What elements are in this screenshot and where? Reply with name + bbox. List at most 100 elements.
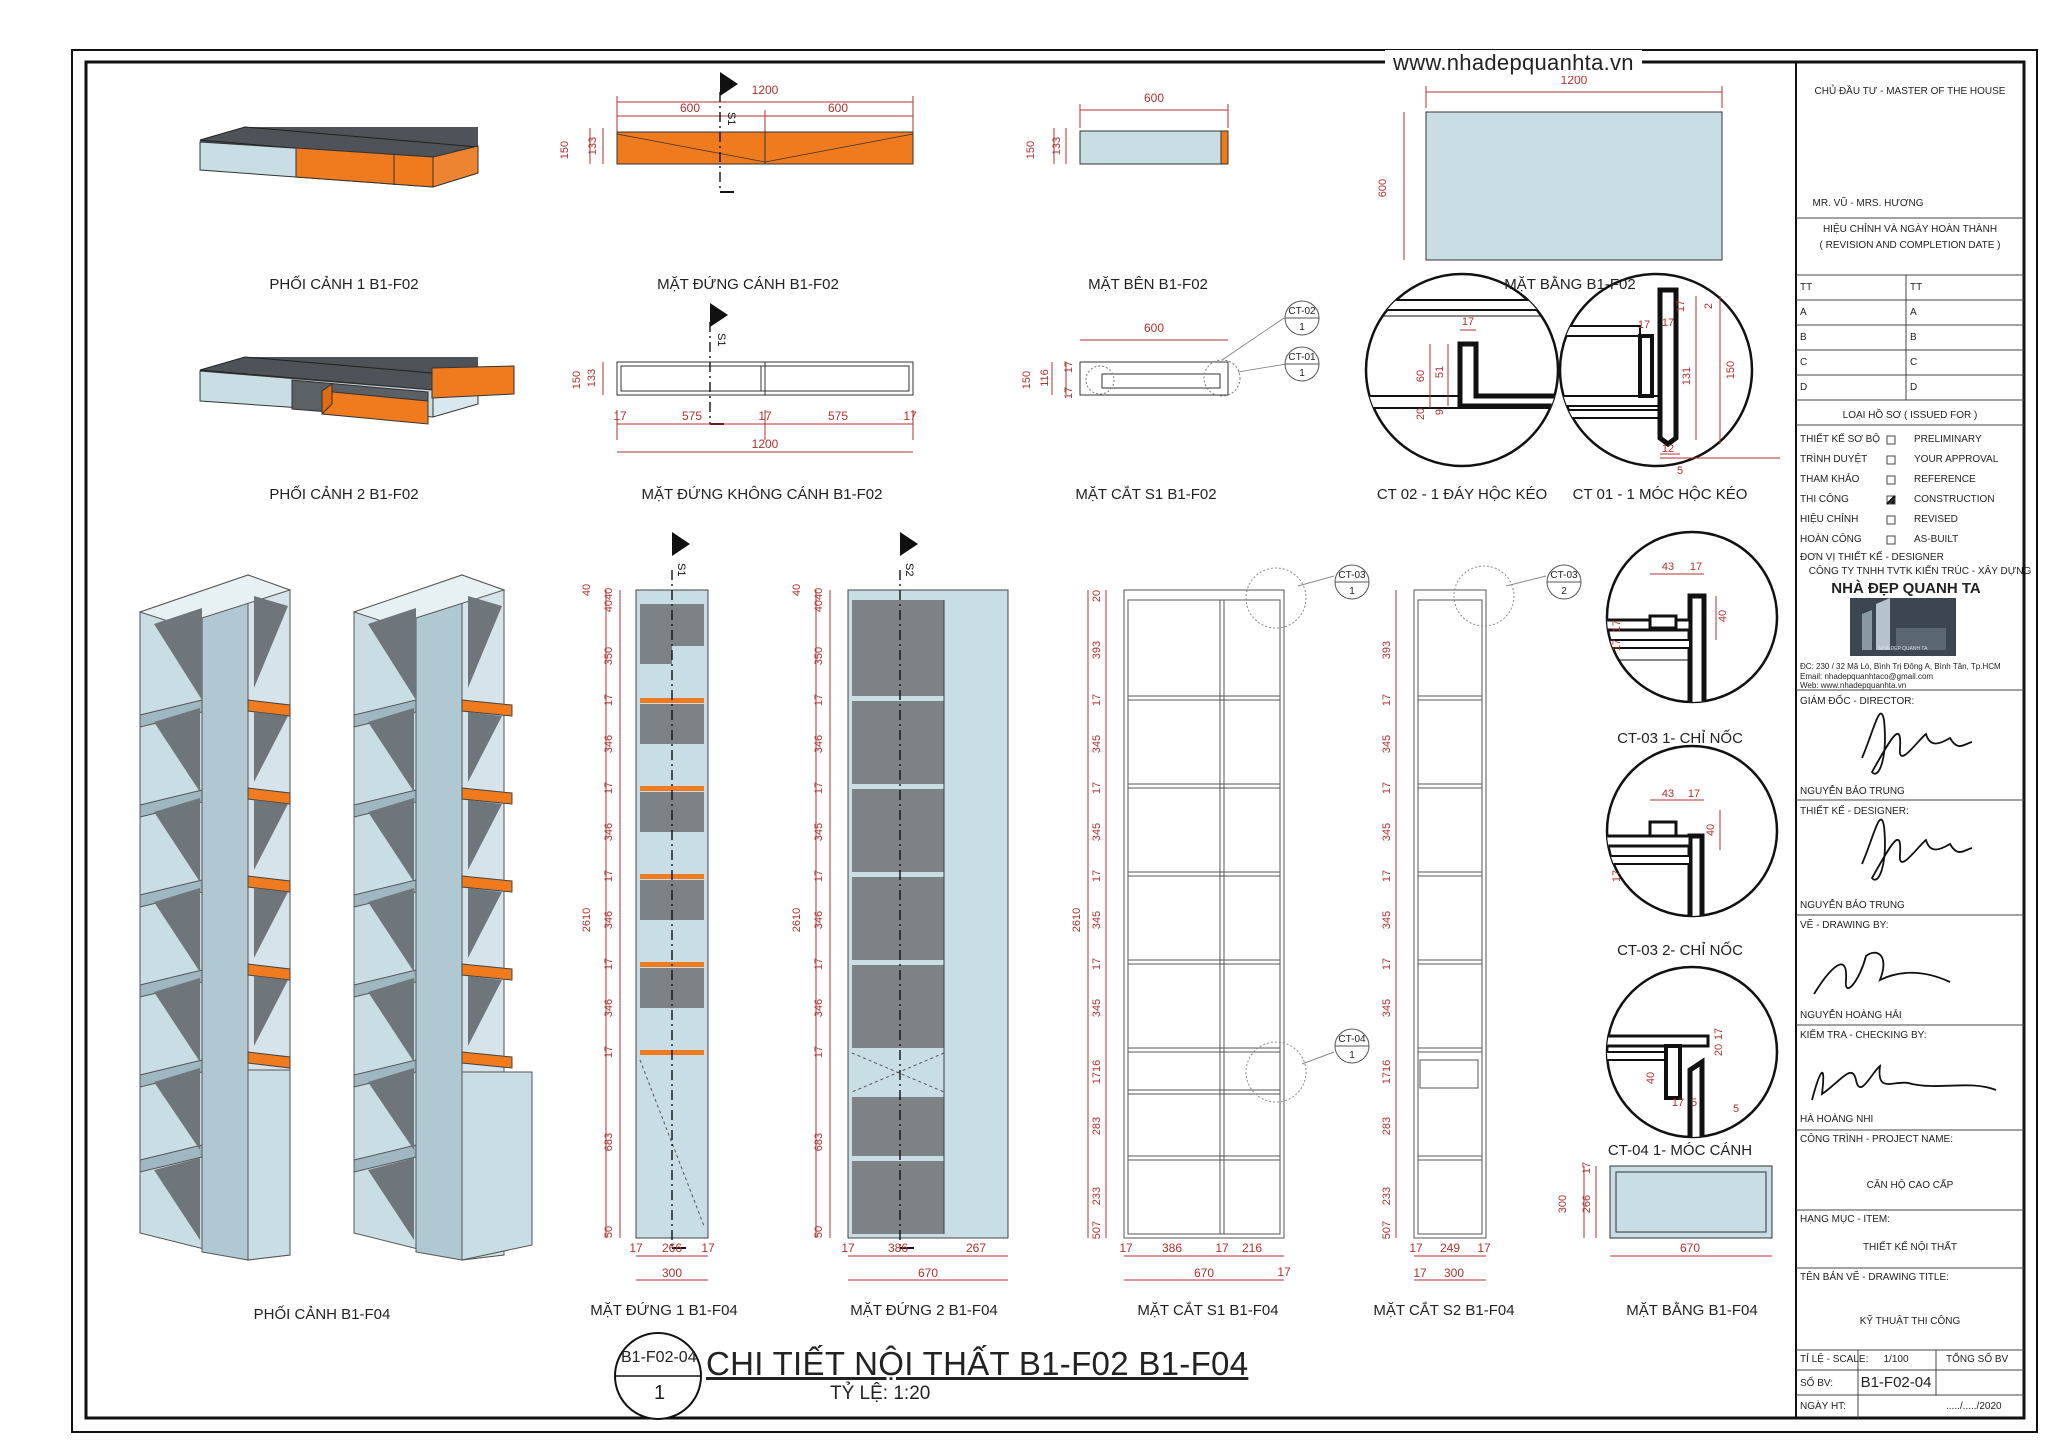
dim-2: 2 <box>1703 303 1715 309</box>
tb-designer-label: THIẾT KẾ - DESIGNER: <box>1800 806 1909 817</box>
tb-rev-a2: A <box>1910 307 1917 318</box>
dim-17-ah: 17 <box>1409 1241 1423 1255</box>
dim-17-x: 17 <box>1091 782 1103 794</box>
tb-issued-vn-3: THI CÔNG <box>1800 494 1849 505</box>
dim-17-m: 17 <box>603 958 615 970</box>
tb-dtitle: KỸ THUẬT THI CÔNG <box>1859 1316 1961 1327</box>
dim-575-a: 575 <box>682 409 702 423</box>
dim-346-e: 346 <box>813 735 825 753</box>
title-block-checkboxes <box>1886 435 1896 545</box>
label-section-s1-f04: MẶT CẮT S1 B1-F04 <box>1137 1302 1279 1319</box>
dim-17-q: 17 <box>813 694 825 706</box>
dim-17-aj: 17 <box>1413 1266 1427 1280</box>
dim-150-d: 150 <box>1021 371 1033 389</box>
tag-ct02-num: 1 <box>1299 322 1305 333</box>
tb-project-label: CÔNG TRÌNH - PROJECT NAME: <box>1800 1134 1953 1145</box>
tb-rev-c2: C <box>1910 357 1918 368</box>
tag-ct02: CT-02 <box>1288 306 1316 317</box>
tb-brand: NHÀ ĐẸP QUANH TA <box>1831 580 1981 597</box>
tb-address: ĐC: 230 / 32 Mã Lò, Bình Trị Đông A, Bìn… <box>1800 662 2001 671</box>
dim-133-b: 133 <box>1051 137 1063 155</box>
tb-issued-en-3: CONSTRUCTION <box>1914 494 1995 505</box>
label-perspective-1-f02: PHỐI CẢNH 1 B1-F02 <box>269 276 419 293</box>
dim-17-w: 17 <box>1091 694 1103 706</box>
dim-300-b: 300 <box>1444 1266 1464 1280</box>
dim-5-c: 5 <box>1733 1103 1739 1115</box>
label-section-s1-f02: MẶT CẮT S1 B1-F02 <box>1075 486 1217 503</box>
dim-600-b: 600 <box>828 101 848 115</box>
dim-5-b: 5 <box>1691 1097 1697 1109</box>
dim-4040-a: 4040 <box>603 588 615 612</box>
dim-600-e: 600 <box>1144 321 1164 335</box>
label-plan-f02: MẶT BẰNG B1-F02 <box>1504 276 1636 293</box>
tb-issued-en-1: YOUR APPROVAL <box>1914 454 1999 465</box>
title-block-lines <box>1796 217 2024 1418</box>
plan-f04: 300 266 17 670 <box>1557 1162 1773 1257</box>
tb-item-label: HẠNG MỤC - ITEM: <box>1800 1214 1890 1225</box>
dim-17-aa: 17 <box>1119 1241 1133 1255</box>
tb-rev-col-b: TT <box>1910 282 1923 293</box>
dim-507-b: 507 <box>1381 1221 1393 1239</box>
outer-frame <box>71 49 2038 1433</box>
dim-2610-b: 2610 <box>791 908 803 932</box>
tb-rev-col-a: TT <box>1800 282 1813 293</box>
dim-40-a: 40 <box>581 584 593 596</box>
dim-150-e: 150 <box>1725 361 1737 379</box>
label-elevation-2-f04: MẶT ĐỨNG 2 B1-F04 <box>850 1302 998 1319</box>
tb-designer: NGUYỄN BẢO TRUNG <box>1800 900 1905 911</box>
dim-17-am: 17 <box>1611 639 1623 651</box>
dim-1200-a: 1200 <box>752 83 779 97</box>
tb-issued-label: LOẠI HỒ SƠ ( ISSUED FOR ) <box>1842 410 1978 421</box>
dim-17-d: 17 <box>1063 361 1075 373</box>
tb-company: CÔNG TY TNHH TVTK KIẾN TRÚC - XÂY DỰNG <box>1808 566 2032 577</box>
dim-17-ap: 17 <box>1713 1028 1725 1040</box>
dim-150-b: 150 <box>1025 141 1037 159</box>
dim-133-c: 133 <box>586 369 598 387</box>
tb-issued-en-5: AS-BUILT <box>1914 534 1959 545</box>
tag-ct03-a-num: 1 <box>1349 586 1355 597</box>
dim-266-b: 266 <box>1581 1195 1593 1213</box>
drawing-badge <box>614 1332 702 1420</box>
dim-346-f: 346 <box>813 911 825 929</box>
label-side-f02: MẶT BÊN B1-F02 <box>1088 276 1208 293</box>
dim-40-d: 40 <box>1705 824 1717 836</box>
dim-670-a: 670 <box>918 1266 938 1280</box>
website-url[interactable]: www.nhadepquanhta.vn <box>1385 50 1642 76</box>
dim-4040-b: 4040 <box>813 588 825 612</box>
tb-issued-en-0: PRELIMINARY <box>1914 434 1982 445</box>
dim-17-j: 17 <box>603 694 615 706</box>
detail-ct03-2: 43 17 40 17 <box>1605 744 1779 918</box>
dim-345-e: 345 <box>1091 999 1103 1017</box>
dim-600-c: 600 <box>1144 91 1164 105</box>
dim-346-c: 346 <box>603 911 615 929</box>
dim-17-p: 17 <box>701 1241 715 1255</box>
dim-233-b: 233 <box>1381 1187 1393 1205</box>
plan-f02: 1200 600 <box>1377 73 1723 261</box>
tb-revision-label-en: ( REVISION AND COMPLETION DATE ) <box>1819 240 2001 251</box>
dim-17-c: 17 <box>903 409 917 423</box>
dim-233-a: 233 <box>1091 1187 1103 1205</box>
drawing-title: CHI TIẾT NỘI THẤT B1-F02 B1-F04 <box>706 1345 1249 1382</box>
dim-300-c: 300 <box>1557 1195 1569 1213</box>
dim-17-ai: 17 <box>1477 1241 1491 1255</box>
dim-345-c: 345 <box>1091 823 1103 841</box>
dim-17-y: 17 <box>1091 870 1103 882</box>
signatures <box>1811 712 1997 1101</box>
dim-386-b: 386 <box>1162 1241 1182 1255</box>
tb-total-label: TỔNG SỐ BV <box>1946 1354 2009 1365</box>
tag-ct04-num: 1 <box>1349 1050 1355 1061</box>
dim-43-a: 43 <box>1662 561 1674 573</box>
tb-rev-b2: B <box>1910 332 1917 343</box>
tag-ct03-b-num: 2 <box>1561 586 1567 597</box>
dim-2610-a: 2610 <box>581 908 593 932</box>
dim-17-ad: 17 <box>1381 694 1393 706</box>
tb-check: HÀ HOÀNG NHI <box>1800 1114 1874 1125</box>
dim-17-s: 17 <box>813 870 825 882</box>
tb-sheet-label: SỐ BV: <box>1800 1378 1833 1389</box>
label-ct01: CT 01 - 1 MÓC HỘC KÉO <box>1572 486 1748 503</box>
dim-575-b: 575 <box>828 409 848 423</box>
dim-50-a: 50 <box>603 1226 615 1238</box>
tb-owner: MR. VŨ - MRS. HƯƠNG <box>1812 198 1924 209</box>
dim-43-b: 43 <box>1662 788 1674 800</box>
dim-283-a: 283 <box>1091 1117 1103 1135</box>
